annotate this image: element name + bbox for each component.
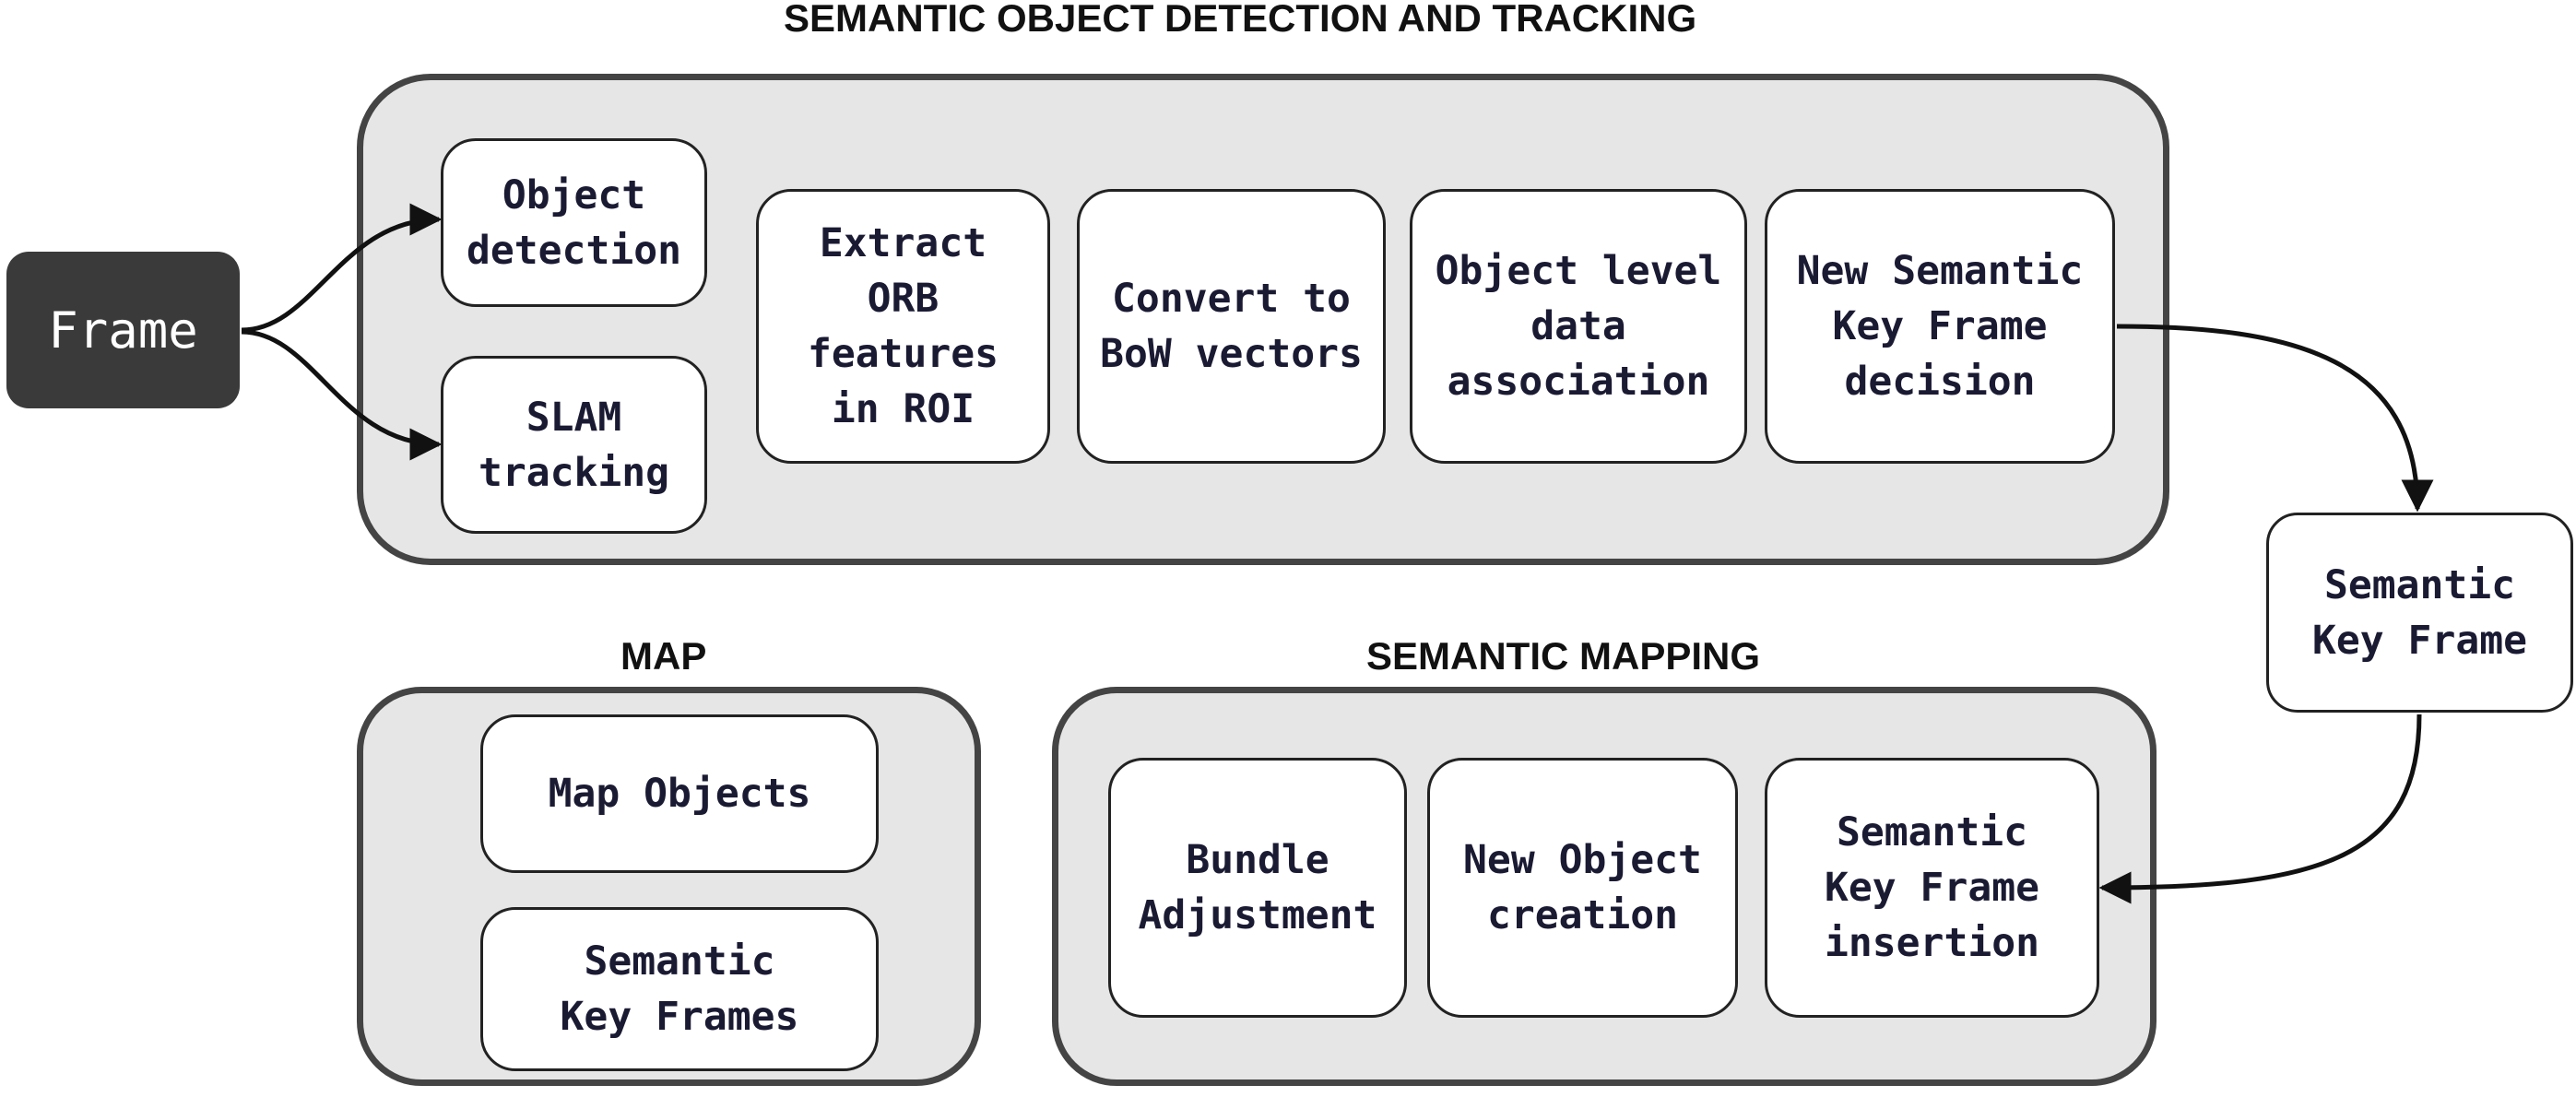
slam-tracking-label: SLAM tracking <box>478 394 670 496</box>
map-objects-label: Map Objects <box>548 771 811 817</box>
arrow-frame-to-slam-tracking <box>241 329 443 461</box>
new-object-creation-label: New Object creation <box>1463 837 1702 938</box>
new-object-creation-node: New Object creation <box>1427 758 1738 1018</box>
semantic-key-frame-node: Semantic Key Frame <box>2266 513 2573 713</box>
keyframe-decision-node: New Semantic Key Frame decision <box>1765 189 2115 464</box>
keyframe-decision-label: New Semantic Key Frame decision <box>1796 248 2084 405</box>
map-objects-node: Map Objects <box>480 714 879 873</box>
keyframe-insertion-label: Semantic Key Frame insertion <box>1825 809 2039 966</box>
frame-input-node: Frame <box>6 252 240 408</box>
keyframe-insertion-node: Semantic Key Frame insertion <box>1765 758 2099 1018</box>
convert-bow-node: Convert to BoW vectors <box>1077 189 1386 464</box>
data-association-node: Object level data association <box>1410 189 1747 464</box>
extract-orb-node: Extract ORB features in ROI <box>756 189 1050 464</box>
bundle-adjustment-node: Bundle Adjustment <box>1108 758 1407 1018</box>
map-section-title: MAP <box>620 634 707 678</box>
semantic-key-frames-label: Semantic Key Frames <box>560 938 799 1040</box>
arrow-semantic-key-frame-to-insertion <box>2098 714 2422 904</box>
object-detection-node: Object detection <box>441 138 707 307</box>
semantic-key-frame-label: Semantic Key Frame <box>2312 561 2527 664</box>
extract-orb-label: Extract ORB features in ROI <box>807 220 999 432</box>
mapping-section-title: SEMANTIC MAPPING <box>1366 634 1761 678</box>
data-association-label: Object level data association <box>1435 248 1722 405</box>
arrow-frame-to-object-detection <box>241 203 443 333</box>
arrow-decision-to-semantic-key-frame <box>2116 324 2434 513</box>
object-detection-label: Object detection <box>467 171 681 274</box>
convert-bow-label: Convert to BoW vectors <box>1100 276 1363 377</box>
semantic-key-frames-node: Semantic Key Frames <box>480 907 879 1071</box>
slam-tracking-node: SLAM tracking <box>441 356 707 534</box>
frame-label: Frame <box>48 301 198 360</box>
tracking-section-title: SEMANTIC OBJECT DETECTION AND TRACKING <box>784 0 1697 40</box>
bundle-adjustment-label: Bundle Adjustment <box>1138 837 1377 938</box>
